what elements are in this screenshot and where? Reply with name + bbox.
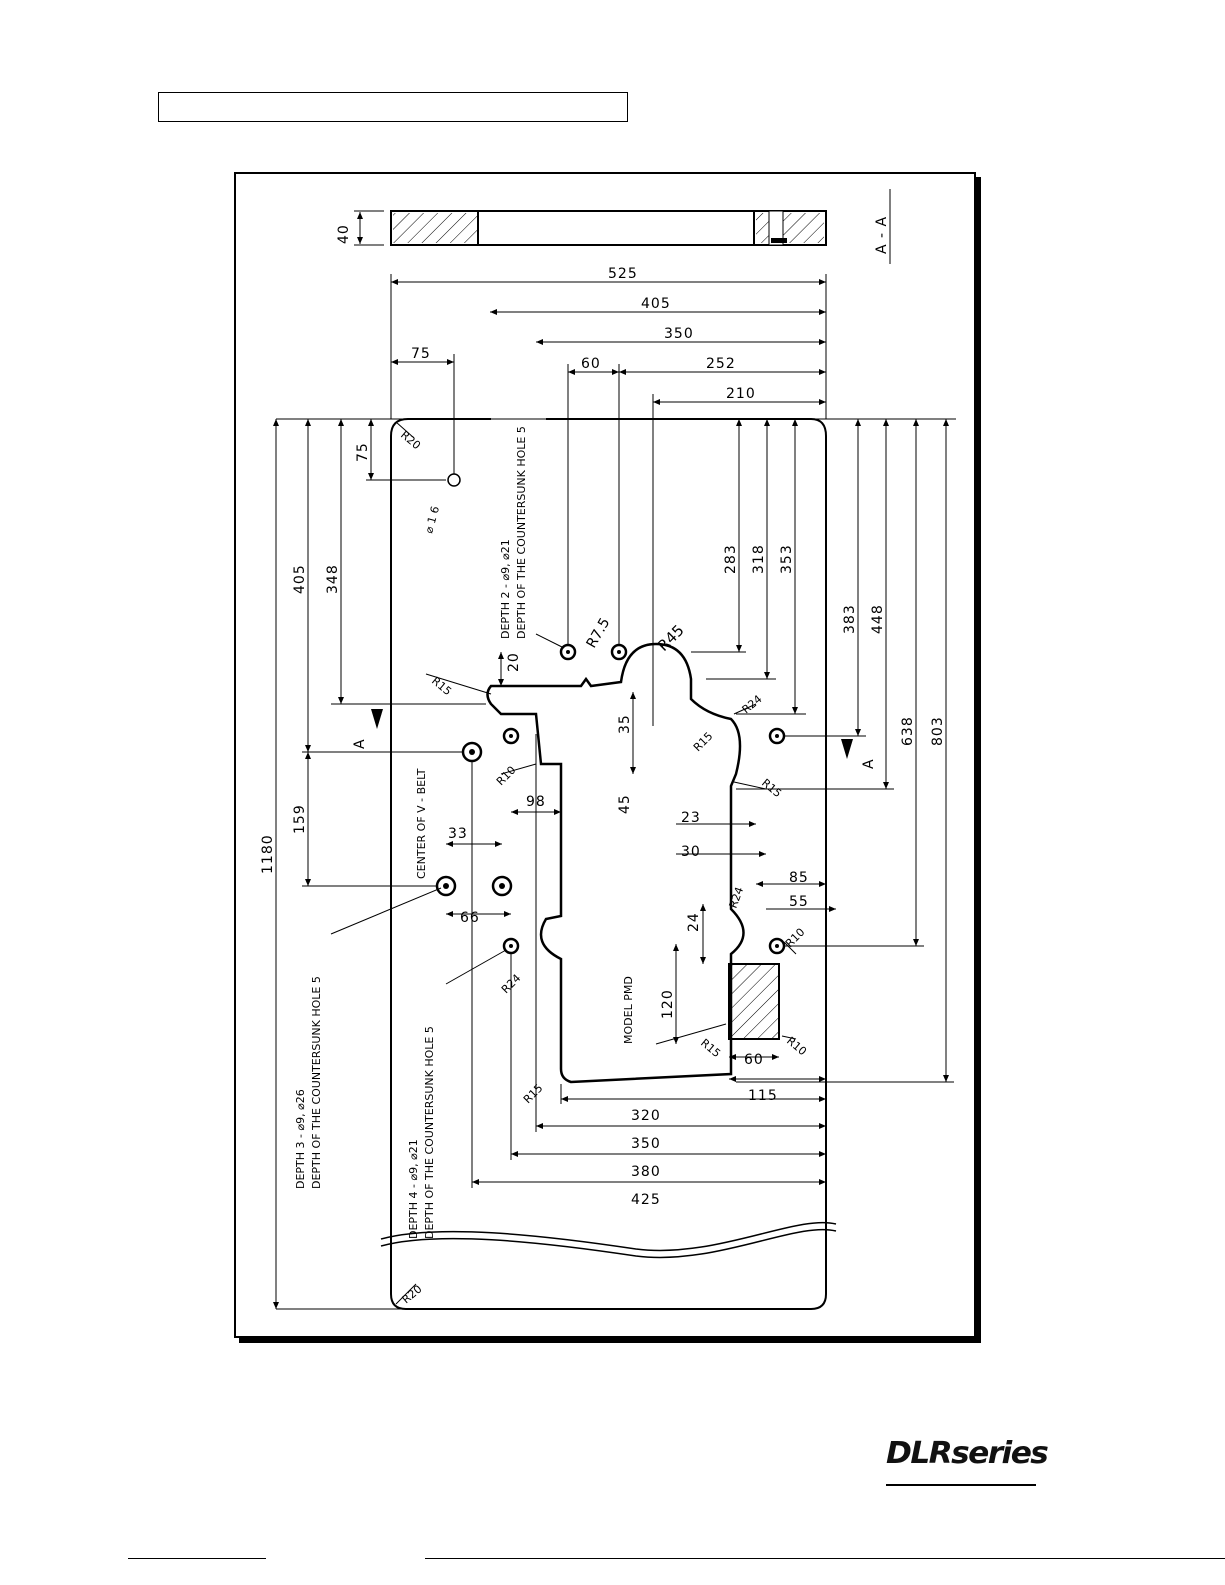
svg-text:45: 45: [617, 794, 633, 814]
svg-text:405: 405: [641, 296, 671, 312]
svg-text:R15: R15: [429, 674, 454, 698]
svg-text:159: 159: [292, 804, 308, 834]
svg-text:R15: R15: [759, 776, 784, 800]
cut-label-right: A: [861, 758, 877, 769]
svg-text:35: 35: [617, 714, 633, 734]
svg-text:R20: R20: [398, 428, 423, 452]
svg-text:85: 85: [789, 870, 809, 886]
section-view-a-a: [354, 189, 891, 264]
svg-text:23: 23: [681, 810, 701, 826]
svg-text:DEPTH OF THE COUNTERSUNK HOLE: DEPTH OF THE COUNTERSUNK HOLE 5: [423, 1026, 436, 1239]
svg-text:55: 55: [789, 894, 809, 910]
svg-text:115: 115: [748, 1088, 778, 1104]
svg-text:75: 75: [411, 346, 431, 362]
svg-text:405: 405: [292, 564, 308, 594]
svg-text:283: 283: [723, 544, 739, 574]
svg-text:R15: R15: [698, 1036, 723, 1060]
svg-text:383: 383: [842, 604, 858, 634]
svg-text:353: 353: [779, 544, 795, 574]
svg-text:24: 24: [686, 912, 702, 932]
logo-underline: [886, 1484, 1036, 1486]
section-label: A - A: [874, 216, 890, 254]
dimension-labels: 525 405 350 60 252 210 75 1180 405 348 7…: [260, 266, 946, 1208]
svg-text:R15: R15: [691, 730, 715, 754]
svg-text:525: 525: [608, 266, 638, 282]
svg-text:60: 60: [744, 1052, 764, 1068]
svg-text:252: 252: [706, 356, 736, 372]
svg-text:350: 350: [664, 326, 694, 342]
svg-text:DEPTH 3 - ⌀9, ⌀26: DEPTH 3 - ⌀9, ⌀26: [294, 1089, 307, 1189]
svg-text:R24: R24: [727, 885, 747, 910]
svg-text:348: 348: [325, 564, 341, 594]
svg-text:CENTER OF V - BELT: CENTER OF V - BELT: [415, 768, 428, 879]
break-line: [380, 1221, 837, 1252]
section-cut-markers: [331, 703, 853, 759]
svg-text:350: 350: [631, 1136, 661, 1152]
svg-text:DEPTH OF THE COUNTERSUNK HOLE: DEPTH OF THE COUNTERSUNK HOLE 5: [310, 976, 323, 1189]
svg-text:448: 448: [870, 604, 886, 634]
dlr-series-logo: DLRseries: [886, 1436, 1049, 1488]
cut-label-left: A: [352, 738, 368, 749]
svg-text:380: 380: [631, 1164, 661, 1180]
svg-text:98: 98: [526, 794, 546, 810]
svg-text:R15: R15: [521, 1082, 545, 1106]
logo-text: DLRseries: [886, 1436, 1049, 1471]
model-pmd-block: [728, 963, 780, 1040]
svg-text:75: 75: [355, 442, 371, 462]
thickness-dimension: 40: [336, 224, 352, 244]
svg-text:20: 20: [506, 652, 522, 672]
radius-labels: R20 R20 R45 R7.5 R15 R15 R15 R15 R15 R24…: [398, 428, 809, 1306]
svg-text:120: 120: [660, 989, 676, 1019]
svg-text:R45: R45: [654, 621, 688, 655]
svg-text:MODEL PMD: MODEL PMD: [622, 976, 635, 1044]
svg-text:DEPTH 4 - ⌀9, ⌀21: DEPTH 4 - ⌀9, ⌀21: [407, 1139, 420, 1239]
footer-rule-right: [425, 1558, 1225, 1559]
svg-text:803: 803: [930, 716, 946, 746]
svg-text:DEPTH 2 - ⌀9, ⌀21: DEPTH 2 - ⌀9, ⌀21: [499, 539, 512, 639]
dimension-lines: [273, 274, 956, 1310]
svg-text:R10: R10: [494, 764, 518, 788]
footer-rule-left: [128, 1558, 266, 1559]
holes: [435, 473, 786, 955]
svg-text:R24: R24: [499, 972, 523, 996]
svg-text:638: 638: [900, 716, 916, 746]
svg-text:R24: R24: [740, 692, 765, 716]
machine-cutout: [486, 642, 745, 1084]
svg-text:DEPTH OF THE COUNTERSUNK HOLE: DEPTH OF THE COUNTERSUNK HOLE 5: [515, 426, 528, 639]
svg-text:R10: R10: [784, 1034, 809, 1058]
svg-text:320: 320: [631, 1108, 661, 1124]
svg-text:318: 318: [751, 544, 767, 574]
hole-diameter-label: ⌀ 1 6: [422, 505, 442, 535]
title-box: [158, 92, 628, 122]
svg-text:33: 33: [448, 826, 468, 842]
svg-text:R20: R20: [400, 1282, 425, 1306]
svg-text:60: 60: [581, 356, 601, 372]
table-cutout-drawing: 40 A - A: [260, 189, 956, 1310]
technical-drawing-frame: 40 A - A: [234, 172, 976, 1338]
drawing-notes: DEPTH 2 - ⌀9, ⌀21 DEPTH OF THE COUNTERSU…: [294, 426, 635, 1239]
svg-text:66: 66: [460, 910, 480, 926]
svg-text:210: 210: [726, 386, 756, 402]
svg-text:30: 30: [681, 844, 701, 860]
svg-text:1180: 1180: [260, 834, 276, 874]
svg-text:R7.5: R7.5: [584, 615, 614, 651]
svg-text:425: 425: [631, 1192, 661, 1208]
